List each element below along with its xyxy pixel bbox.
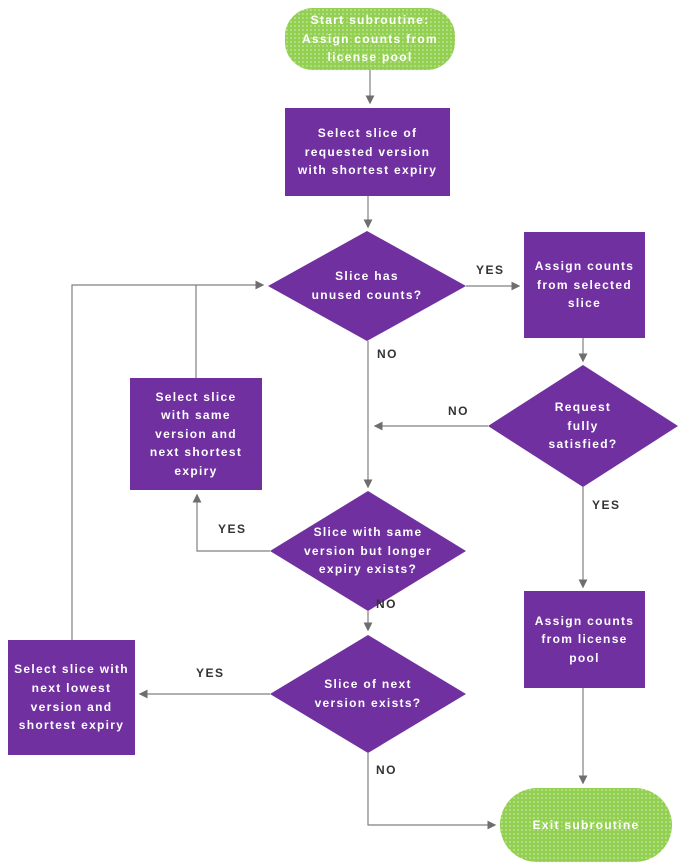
edge-label-next-version-no: NO xyxy=(376,763,397,777)
node-label: Select slice with same version and next … xyxy=(149,389,243,478)
node-decision-longer-expiry-exists: Slice with same version but longer expir… xyxy=(270,491,466,611)
node-decision-request-fully-satisfied: Request fully satisfied? xyxy=(488,365,678,487)
node-select-next-lowest-version: Select slice with next lowest version an… xyxy=(8,640,135,755)
node-select-same-version-next-shortest-expiry: Select slice with same version and next … xyxy=(130,378,262,490)
node-label: Select slice of requested version with s… xyxy=(297,126,438,178)
node-label: Select slice with next lowest version an… xyxy=(14,662,129,733)
node-label: Assign counts from license pool xyxy=(534,613,635,665)
edge-select-same-version-return xyxy=(195,280,265,378)
edge-label-has-unused-no: NO xyxy=(377,347,398,361)
node-decision-next-version-exists: Slice of next version exists? xyxy=(270,635,466,753)
node-label: Request fully satisfied? xyxy=(548,400,618,452)
node-assign-counts-from-license-pool: Assign counts from license pool xyxy=(524,591,645,688)
node-assign-counts-from-selected-slice: Assign counts from selected slice xyxy=(524,232,645,338)
node-label: Exit subroutine xyxy=(532,817,640,832)
node-decision-slice-has-unused-counts: Slice has unused counts? xyxy=(268,231,466,341)
edge-label-next-version-yes: YES xyxy=(196,666,225,680)
node-exit-subroutine: Exit subroutine xyxy=(500,788,672,862)
edge-label-longer-expiry-no: NO xyxy=(376,597,397,611)
node-label: Start subroutine: Assign counts from lic… xyxy=(301,13,439,65)
node-label: Slice of next version exists? xyxy=(314,677,422,710)
node-label: Slice with same version but longer expir… xyxy=(303,525,433,577)
node-select-requested-version: Select slice of requested version with s… xyxy=(285,108,450,196)
edge-label-has-unused-yes: YES xyxy=(476,263,505,277)
edge-label-longer-expiry-yes: YES xyxy=(218,522,247,536)
node-label: Assign counts from selected slice xyxy=(534,259,635,311)
edge-label-fully-satisfied-no: NO xyxy=(448,404,469,418)
node-label: Slice has unused counts? xyxy=(311,269,423,302)
node-start-subroutine: Start subroutine: Assign counts from lic… xyxy=(285,8,455,70)
edge-label-fully-satisfied-yes: YES xyxy=(592,498,621,512)
